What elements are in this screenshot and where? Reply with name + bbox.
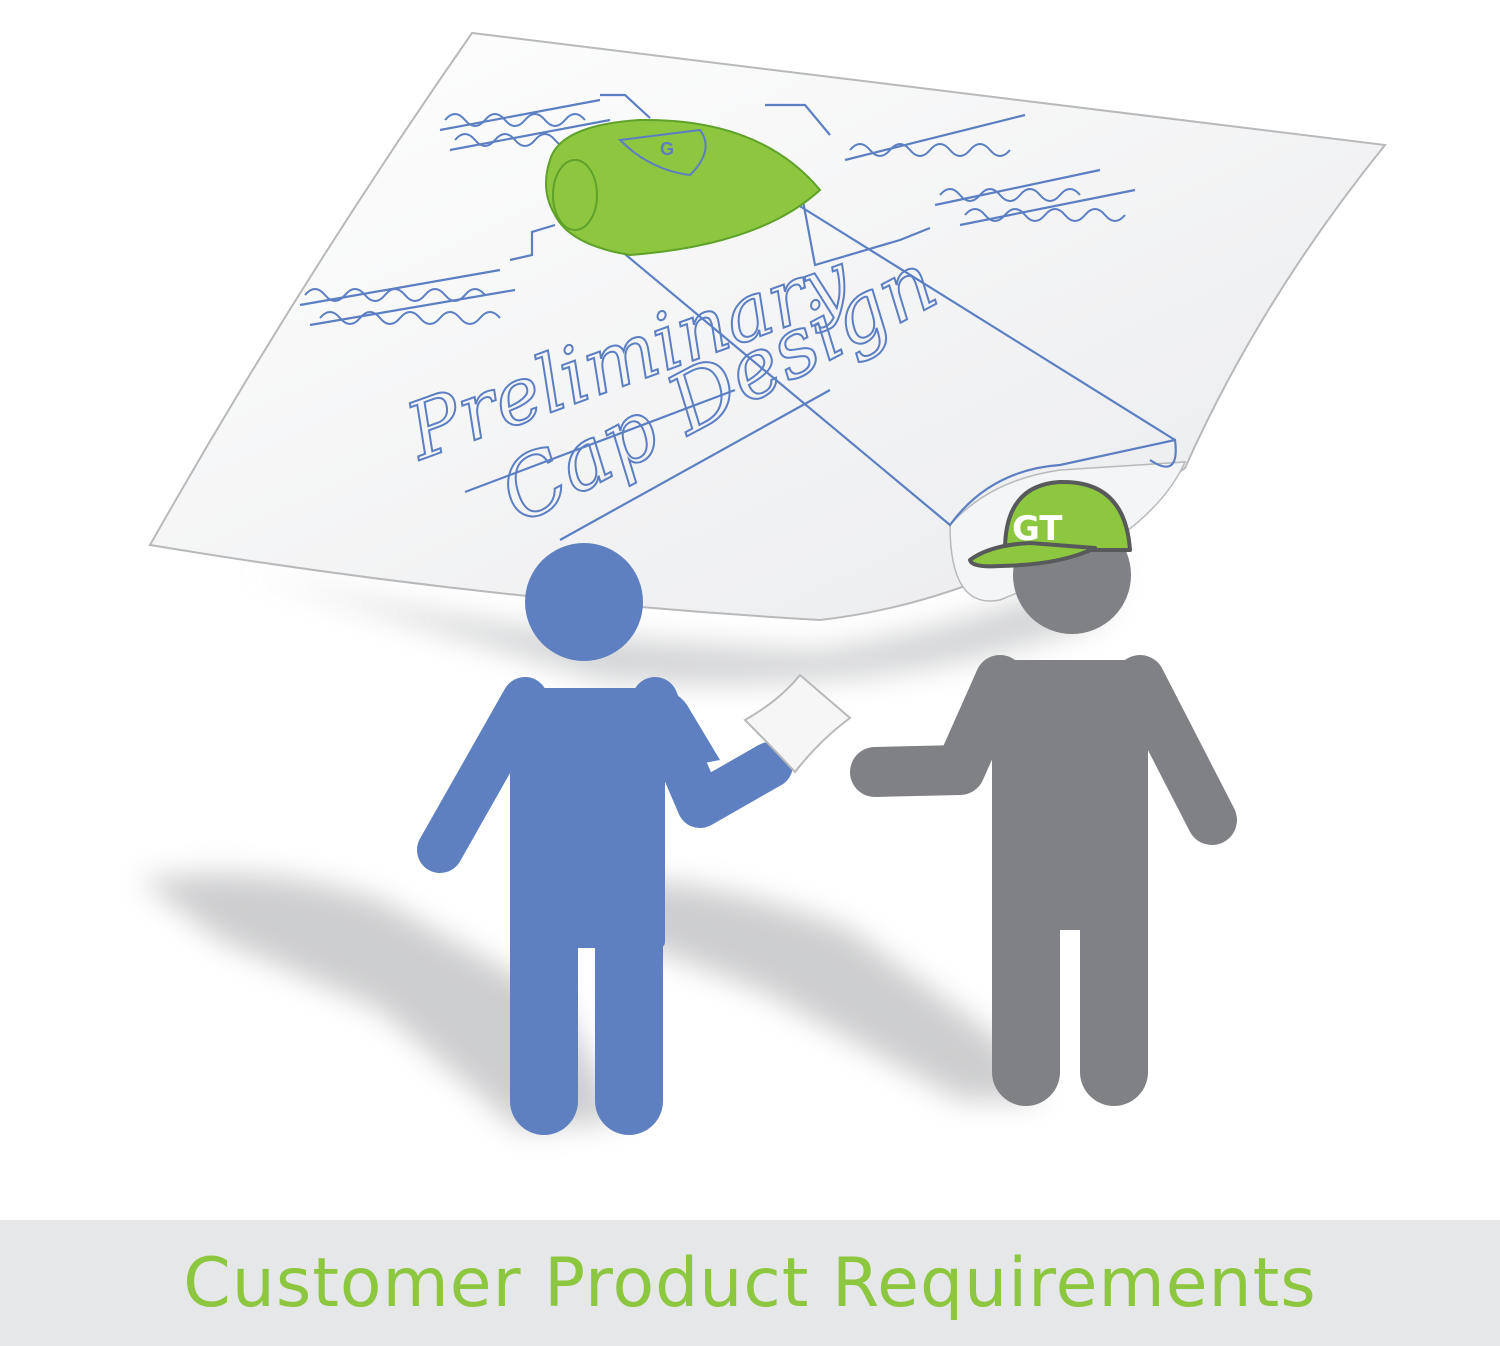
caption-band: Customer Product Requirements xyxy=(0,1220,1500,1346)
requirements-document xyxy=(743,673,852,774)
requirements-illustration: Preliminary Cap Design G GT xyxy=(140,31,1387,1135)
contractor-cap: GT xyxy=(968,479,1132,569)
caption-title: Customer Product Requirements xyxy=(183,1243,1317,1323)
sketched-cap: G xyxy=(545,118,822,257)
paper-shadow xyxy=(240,560,1120,684)
contractor-cap-logo: GT xyxy=(1012,509,1063,549)
figure-shadows xyxy=(140,873,1040,1130)
customer-figure xyxy=(417,543,793,1135)
customer-head xyxy=(525,543,643,661)
design-sketch-paper: Preliminary Cap Design G xyxy=(148,31,1387,622)
sketched-cap-logo: G xyxy=(660,139,674,159)
